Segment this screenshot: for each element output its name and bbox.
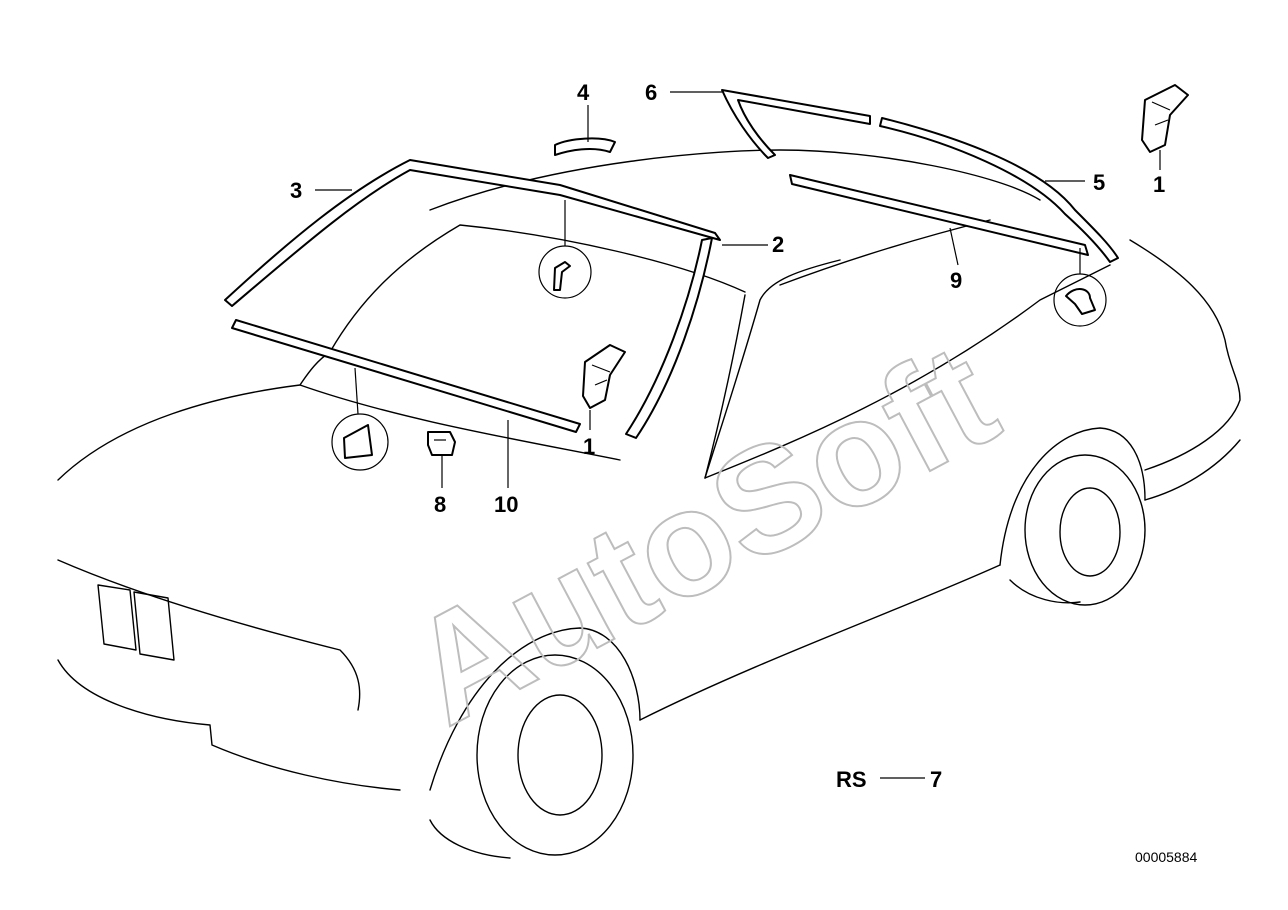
clip-part-8 — [427, 431, 456, 456]
callout-8: 8 — [434, 492, 446, 517]
windshield-lower-trim — [231, 319, 581, 433]
detail-circle-windshield-bottom — [331, 413, 389, 471]
callout-3: 3 — [290, 178, 302, 203]
clip-part-1-right — [1141, 84, 1189, 153]
drawing-number: 00005884 — [1135, 849, 1198, 865]
windshield-side-trim — [625, 237, 713, 439]
callout-5: 5 — [1093, 170, 1105, 195]
rs-label: RS — [836, 767, 867, 792]
callout-6: 6 — [645, 80, 657, 105]
leader-lines — [315, 91, 1161, 779]
windshield-upper-trim — [224, 159, 721, 307]
rear-window-trim — [721, 89, 1119, 263]
callout-1-right: 1 — [1153, 172, 1165, 197]
clip-part-1-center — [582, 344, 626, 409]
callout-2: 2 — [772, 232, 784, 257]
callout-4: 4 — [577, 80, 590, 105]
rs-ref-number: 7 — [930, 767, 942, 792]
callout-9: 9 — [950, 268, 962, 293]
detail-circle-roof-trim — [1053, 273, 1107, 327]
car-body-outline — [57, 149, 1241, 859]
watermark-text: AutoSoft — [383, 311, 1021, 757]
callout-1-center: 1 — [583, 434, 595, 459]
callout-10: 10 — [494, 492, 518, 517]
roof-cover-piece — [554, 137, 616, 156]
roof-side-trim — [789, 174, 1089, 256]
detail-circle-windshield-top — [538, 245, 592, 299]
